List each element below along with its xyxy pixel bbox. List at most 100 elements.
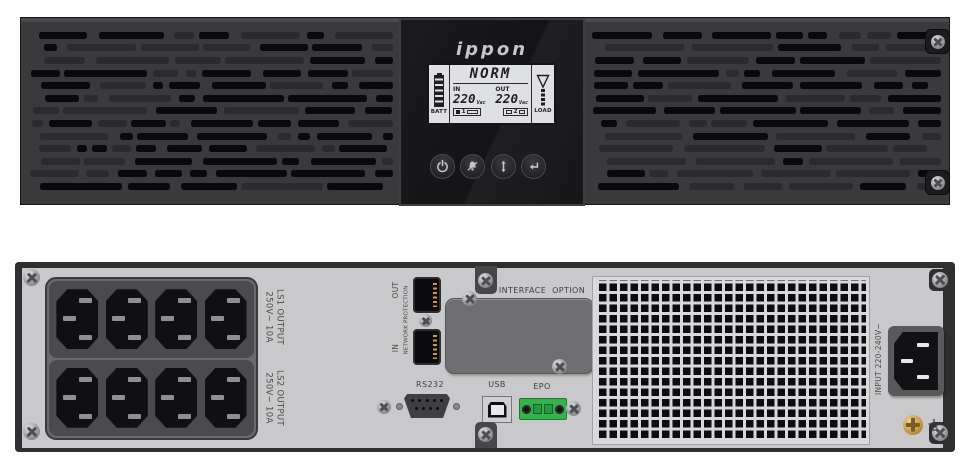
vent-dash: [307, 69, 348, 77]
vent-dash: [697, 94, 778, 102]
enter-button: [520, 154, 546, 179]
screw-icon: [478, 427, 493, 442]
output-voltage: 220: [495, 91, 518, 106]
vent-dash: [223, 107, 300, 115]
mount-plate: [925, 29, 950, 54]
vent-dash: [688, 182, 735, 190]
vent-dash-row: [29, 180, 395, 193]
vent-dash: [663, 107, 716, 115]
vent-dash: [317, 132, 373, 140]
vent-dash: [756, 56, 795, 64]
enter-icon: [529, 162, 539, 170]
vent-dash: [263, 69, 301, 77]
battery-gauge: BATT: [429, 65, 450, 123]
vent-dash: [39, 145, 72, 153]
vent-dash-row: [29, 105, 395, 118]
vent-dash: [44, 56, 86, 64]
vent-dash: [63, 107, 147, 115]
input-readout: IN 220 Vac: [453, 86, 486, 106]
vent-dash: [809, 157, 893, 165]
rear-view: LS1 OUTPUT 250V~ 10A LS2 OUTPUT 250V~ 10…: [15, 262, 955, 452]
vent-dash-row: [29, 142, 395, 155]
vent-dash: [173, 31, 195, 39]
vent-dash: [375, 94, 393, 102]
vent-dash: [297, 132, 310, 140]
vent-dash: [203, 94, 284, 102]
vent-dash: [190, 119, 253, 127]
vent-dash-row: [591, 180, 943, 193]
vent-dash: [775, 31, 804, 39]
usb-label: USB: [488, 380, 506, 389]
vent-dash: [383, 132, 393, 140]
screw-icon: [552, 359, 567, 374]
iec-c13-outlet: [56, 367, 99, 428]
vent-dash-row: [591, 117, 943, 130]
vent-dash: [76, 145, 87, 153]
vent-dash-row: [29, 29, 395, 42]
status-readout: NORM: [453, 67, 528, 84]
output-readout: OUT 220 Vac: [495, 86, 528, 106]
vent-dash: [241, 31, 301, 39]
screw-icon: [23, 423, 40, 440]
vent-dash: [297, 119, 339, 127]
vent-dash: [134, 157, 192, 165]
vent-dash: [175, 56, 221, 64]
rear-frame-left: [15, 262, 22, 452]
vent-dash: [310, 56, 366, 64]
battery-icon: [436, 73, 442, 75]
output-label: OUT: [495, 86, 510, 93]
ls1-outlet-row: [49, 281, 254, 358]
vent-dash: [849, 94, 882, 102]
vent-dash: [327, 182, 384, 190]
vent-dash: [683, 145, 766, 153]
output-unit: Vac: [518, 99, 528, 106]
vent-dash: [136, 145, 157, 153]
vent-dash: [140, 44, 199, 52]
screw-icon: [462, 291, 477, 306]
vent-dash: [626, 119, 681, 127]
vent-dash: [866, 132, 910, 140]
vent-dash: [782, 157, 803, 165]
vent-dash: [39, 31, 88, 39]
vent-dash: [98, 31, 165, 39]
vent-dash: [600, 119, 617, 127]
vent-dash: [30, 69, 60, 77]
vent-dash: [885, 44, 927, 52]
vent-dash: [744, 69, 761, 77]
vent-dash-row: [591, 168, 943, 181]
rs232-db9-port: [404, 394, 450, 418]
front-view: ippon BATT NORM IN 220 Vac: [20, 17, 950, 206]
iec-c13-outlet: [204, 289, 247, 350]
mount-plate: [925, 170, 950, 195]
vent-dash: [322, 145, 335, 153]
mute-alarm-button: [460, 154, 486, 179]
vent-dash: [181, 182, 237, 190]
vent-dash: [44, 44, 57, 52]
vent-dash: [66, 44, 137, 52]
vent-dash: [155, 107, 218, 115]
vent-dash: [604, 132, 683, 140]
vent-dash: [39, 132, 109, 140]
vent-dash: [270, 82, 324, 90]
rear-frame-right: [943, 262, 955, 452]
segment-bar-icon: [519, 109, 525, 114]
outlet-group-1-indicator: 1: [453, 107, 482, 116]
power-button: [430, 154, 455, 179]
lcd-display: BATT NORM IN 220 Vac OUT: [427, 63, 556, 125]
vent-dash-row: [591, 29, 943, 42]
vent-dash: [382, 157, 393, 165]
epo-terminal: [519, 398, 567, 420]
vent-dash: [902, 107, 941, 115]
vent-dash-row: [29, 130, 395, 143]
vent-dash: [786, 94, 845, 102]
vent-dash: [152, 69, 179, 77]
control-buttons: [430, 154, 546, 179]
vent-dash: [311, 44, 363, 52]
vent-dash: [282, 157, 300, 165]
iec-c14-inlet: [888, 326, 944, 396]
vent-dash: [836, 170, 911, 178]
vent-dash: [649, 170, 668, 178]
input-unit: Vac: [476, 99, 486, 106]
vent-dash: [642, 56, 681, 64]
vent-dash: [753, 119, 829, 127]
